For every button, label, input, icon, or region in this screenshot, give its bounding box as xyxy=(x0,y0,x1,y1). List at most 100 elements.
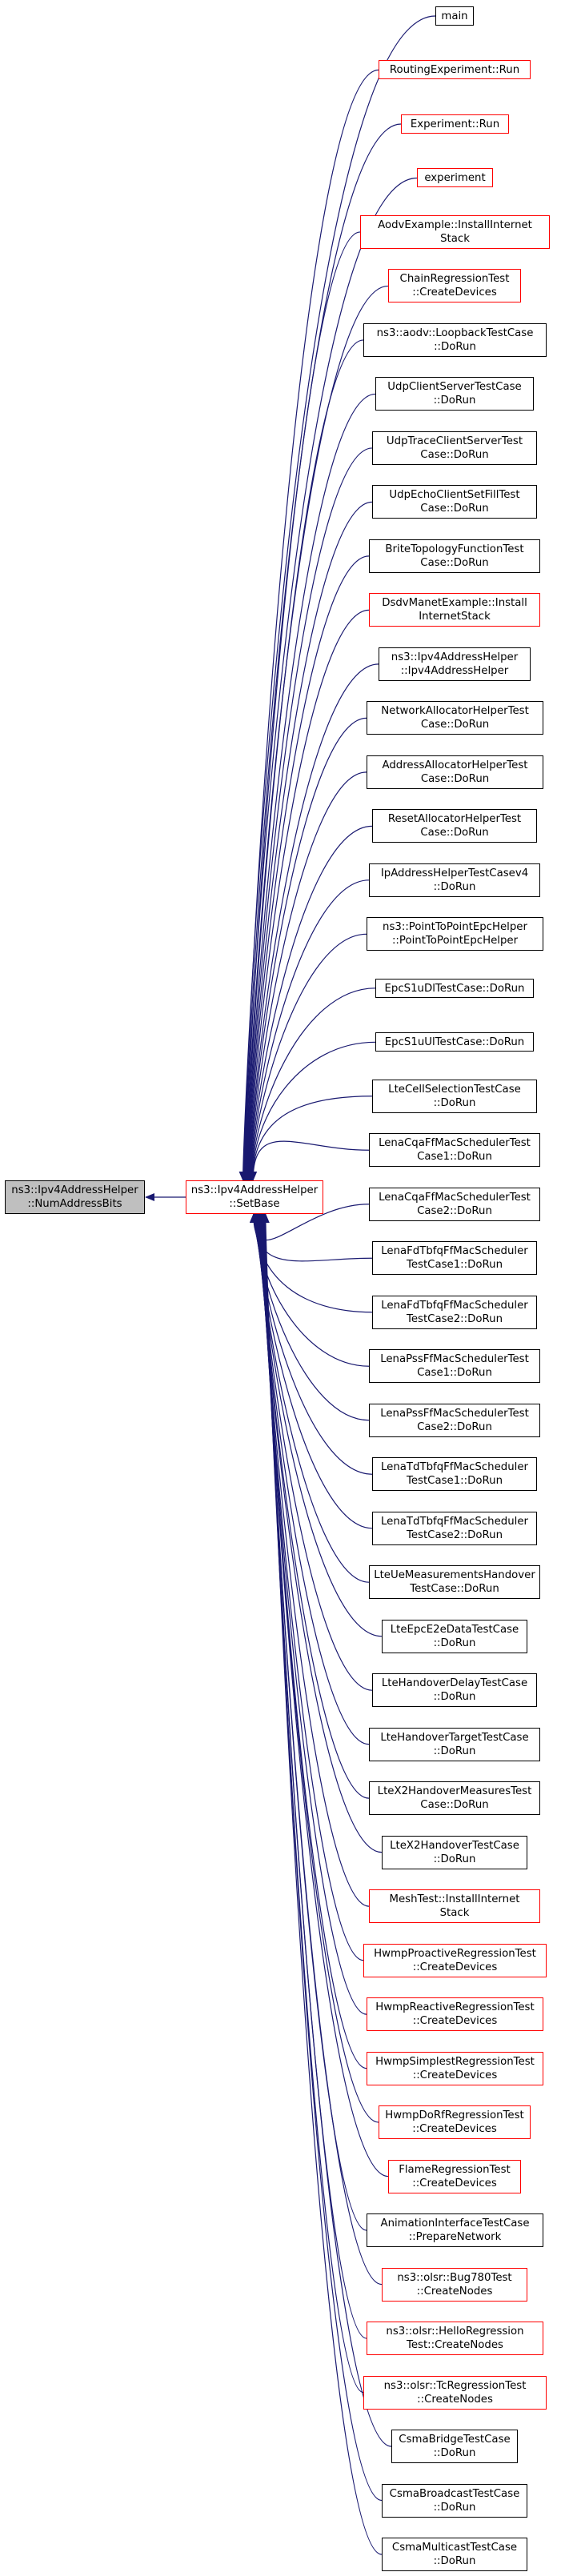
caller-epcs1uultestcase-dorun[interactable]: EpcS1uUlTestCase::DoRun xyxy=(375,1032,534,1052)
node-label-line: ::DoRun xyxy=(433,2555,476,2567)
node-label-line: Experiment::Run xyxy=(410,118,500,130)
node-label-line: ::CreateNodes xyxy=(417,2394,493,2406)
node-label-line: ::CreateDevices xyxy=(412,1961,498,1973)
hub-node-setbase[interactable]: ns3::Ipv4AddressHelper::SetBase xyxy=(186,1180,323,1214)
caller-experiment[interactable]: experiment xyxy=(417,168,493,187)
edge-lenacqaffmacschedulertestcase1-dorun-to-setbase xyxy=(249,1140,370,1181)
node-label-line: HwmpReactiveRegressionTest xyxy=(375,2001,535,2013)
node-label-line: LteEpcE2eDataTestCase xyxy=(390,1624,519,1636)
edge-aodvexample-installinternetstack-to-setbase xyxy=(241,231,361,1181)
caller-ns3-pointtopointepchelper-pointtopointepchelper[interactable]: ns3::PointToPointEpcHelper::PointToPoint… xyxy=(367,917,543,951)
caller-routingexperiment-run[interactable]: RoutingExperiment::Run xyxy=(379,60,531,79)
caller-hwmpdorfregressiontest-createdevices[interactable]: HwmpDoRfRegressionTest::CreateDevices xyxy=(379,2105,531,2139)
node-label-line: ns3::Ipv4AddressHelper xyxy=(11,1184,138,1196)
caller-ltecellselectiontestcase-dorun[interactable]: LteCellSelectionTestCase::DoRun xyxy=(372,1080,537,1113)
node-label-line: CsmaMulticastTestCase xyxy=(391,2542,518,2554)
edge-meshtest-installinternetstack-to-setbase xyxy=(255,1213,370,1907)
caller-ns3-ipv4addresshelper-ipv4addresshelper[interactable]: ns3::Ipv4AddressHelper::Ipv4AddressHelpe… xyxy=(379,647,531,681)
node-label-line: Case::DoRun xyxy=(420,827,489,839)
node-label-line: Case::DoRun xyxy=(420,1799,489,1811)
caller-hwmpproactiveregressiontest-createdevices[interactable]: HwmpProactiveRegressionTest::CreateDevic… xyxy=(363,1944,547,1977)
caller-hwmpsimplestregressiontest-createdevices[interactable]: HwmpSimplestRegressionTest::CreateDevice… xyxy=(367,2052,543,2085)
node-label-line: ns3::olsr::TcRegressionTest xyxy=(383,2380,527,2392)
node-label-line: LenaTdTbfqFfMacScheduler xyxy=(380,1461,528,1473)
caller-ltehandoverdelaytestcase-dorun[interactable]: LteHandoverDelayTestCase::DoRun xyxy=(372,1673,537,1707)
node-label-line: LenaFdTbfqFfMacScheduler xyxy=(381,1245,528,1257)
node-label-line: ChainRegressionTest xyxy=(399,273,510,285)
caller-flameregressiontest-createdevices[interactable]: FlameRegressionTest::CreateDevices xyxy=(388,2160,521,2193)
caller-ns3-aodv-loopbacktestcase-dorun[interactable]: ns3::aodv::LoopbackTestCase::DoRun xyxy=(363,323,547,357)
edge-hwmpdorfregressiontest-createdevices-to-setbase xyxy=(258,1213,379,2123)
caller-epcs1udltestcase-dorun[interactable]: EpcS1uDlTestCase::DoRun xyxy=(375,979,534,998)
edge-udpechoclientsetfilltestcase-dorun-to-setbase xyxy=(243,501,373,1181)
edge-lenapssffmacschedulertestcase1-dorun-to-setbase xyxy=(250,1213,370,1367)
node-label-line: ::SetBase xyxy=(229,1198,280,1210)
node-label-line: LenaCqaFfMacSchedulerTest xyxy=(379,1137,531,1149)
node-label-line: ::DoRun xyxy=(433,395,476,407)
node-label-line: EpcS1uUlTestCase::DoRun xyxy=(384,1036,525,1048)
edge-ltex2handovermeasurestestcase-dorun-to-setbase xyxy=(254,1213,370,1799)
caller-ltehandovertargettestcase-dorun[interactable]: LteHandoverTargetTestCase::DoRun xyxy=(369,1728,540,1761)
caller-csmabroadcasttestcase-dorun[interactable]: CsmaBroadcastTestCase::DoRun xyxy=(382,2484,527,2518)
caller-hwmpreactiveregressiontest-createdevices[interactable]: HwmpReactiveRegressionTest::CreateDevice… xyxy=(367,1997,543,2031)
edge-ltecellselectiontestcase-dorun-to-setbase xyxy=(248,1096,373,1181)
node-label-line: LenaPssFfMacSchedulerTest xyxy=(380,1408,529,1420)
node-label-line: LenaPssFfMacSchedulerTest xyxy=(380,1353,529,1365)
node-label-line: InternetStack xyxy=(419,611,491,623)
caller-ns3-olsr-bug780test-createnodes[interactable]: ns3::olsr::Bug780Test::CreateNodes xyxy=(382,2268,527,2302)
node-label-line: ns3::aodv::LoopbackTestCase xyxy=(376,327,534,339)
caller-ns3-olsr-tcregressiontest-createnodes[interactable]: ns3::olsr::TcRegressionTest::CreateNodes xyxy=(363,2376,547,2410)
node-label-line: LteHandoverTargetTestCase xyxy=(380,1732,529,1744)
edge-ns3-olsr-helloregressiontest-createnodes-to-setbase xyxy=(259,1213,367,2339)
caller-animationinterfacetestcase-preparenetwork[interactable]: AnimationInterfaceTestCase::PrepareNetwo… xyxy=(367,2213,543,2247)
node-label-line: ::DoRun xyxy=(433,1637,476,1649)
node-label-line: ns3::olsr::HelloRegression xyxy=(386,2326,524,2338)
node-label-line: ::CreateDevices xyxy=(412,2123,497,2135)
node-label-line: UdpClientServerTestCase xyxy=(387,381,522,393)
caller-main[interactable]: main xyxy=(435,6,474,26)
node-label-line: ::PointToPointEpcHelper xyxy=(391,935,519,947)
caller-chainregressiontest-createdevices[interactable]: ChainRegressionTest::CreateDevices xyxy=(388,269,521,302)
caller-csmamulticasttestcase-dorun[interactable]: CsmaMulticastTestCase::DoRun xyxy=(382,2538,527,2571)
edge-ns3-olsr-bug780test-createnodes-to-setbase xyxy=(258,1213,383,2286)
caller-ipaddresshelpertestcasev4-dorun[interactable]: IpAddressHelperTestCasev4::DoRun xyxy=(369,863,540,897)
caller-csmabridgetestcase-dorun[interactable]: CsmaBridgeTestCase::DoRun xyxy=(391,2430,518,2463)
caller-experiment-run[interactable]: Experiment::Run xyxy=(401,114,509,134)
node-label-line: LteX2HandoverTestCase xyxy=(390,1840,519,1852)
caller-udpclientservertestcase-dorun[interactable]: UdpClientServerTestCase::DoRun xyxy=(375,377,534,411)
node-label-line: ::Ipv4AddressHelper xyxy=(400,665,509,677)
node-label-line: UdpTraceClientServerTest xyxy=(386,435,523,447)
caller-lteepce2edatatestcase-dorun[interactable]: LteEpcE2eDataTestCase::DoRun xyxy=(382,1620,527,1653)
node-label-line: LenaTdTbfqFfMacScheduler xyxy=(380,1516,528,1528)
node-label-line: LteX2HandoverMeasuresTest xyxy=(377,1785,532,1797)
edge-lenafdtbfqffmacschedulertestcase1-dorun-to-setbase xyxy=(250,1213,373,1262)
edge-lenafdtbfqffmacschedulertestcase2-dorun-to-setbase xyxy=(250,1213,373,1313)
edge-ns3-aodv-loopbacktestcase-dorun-to-setbase xyxy=(242,339,364,1181)
node-label-line: ::CreateDevices xyxy=(412,286,497,298)
node-label-line: ::PrepareNetwork xyxy=(408,2231,502,2243)
edge-ns3-ipv4addresshelper-ipv4addresshelper-to-setbase xyxy=(244,663,379,1181)
node-label-line: AnimationInterfaceTestCase xyxy=(380,2217,530,2229)
caller-ltex2handovertestcase-dorun[interactable]: LteX2HandoverTestCase::DoRun xyxy=(382,1836,527,1869)
node-label-line: Case1::DoRun xyxy=(417,1367,492,1379)
